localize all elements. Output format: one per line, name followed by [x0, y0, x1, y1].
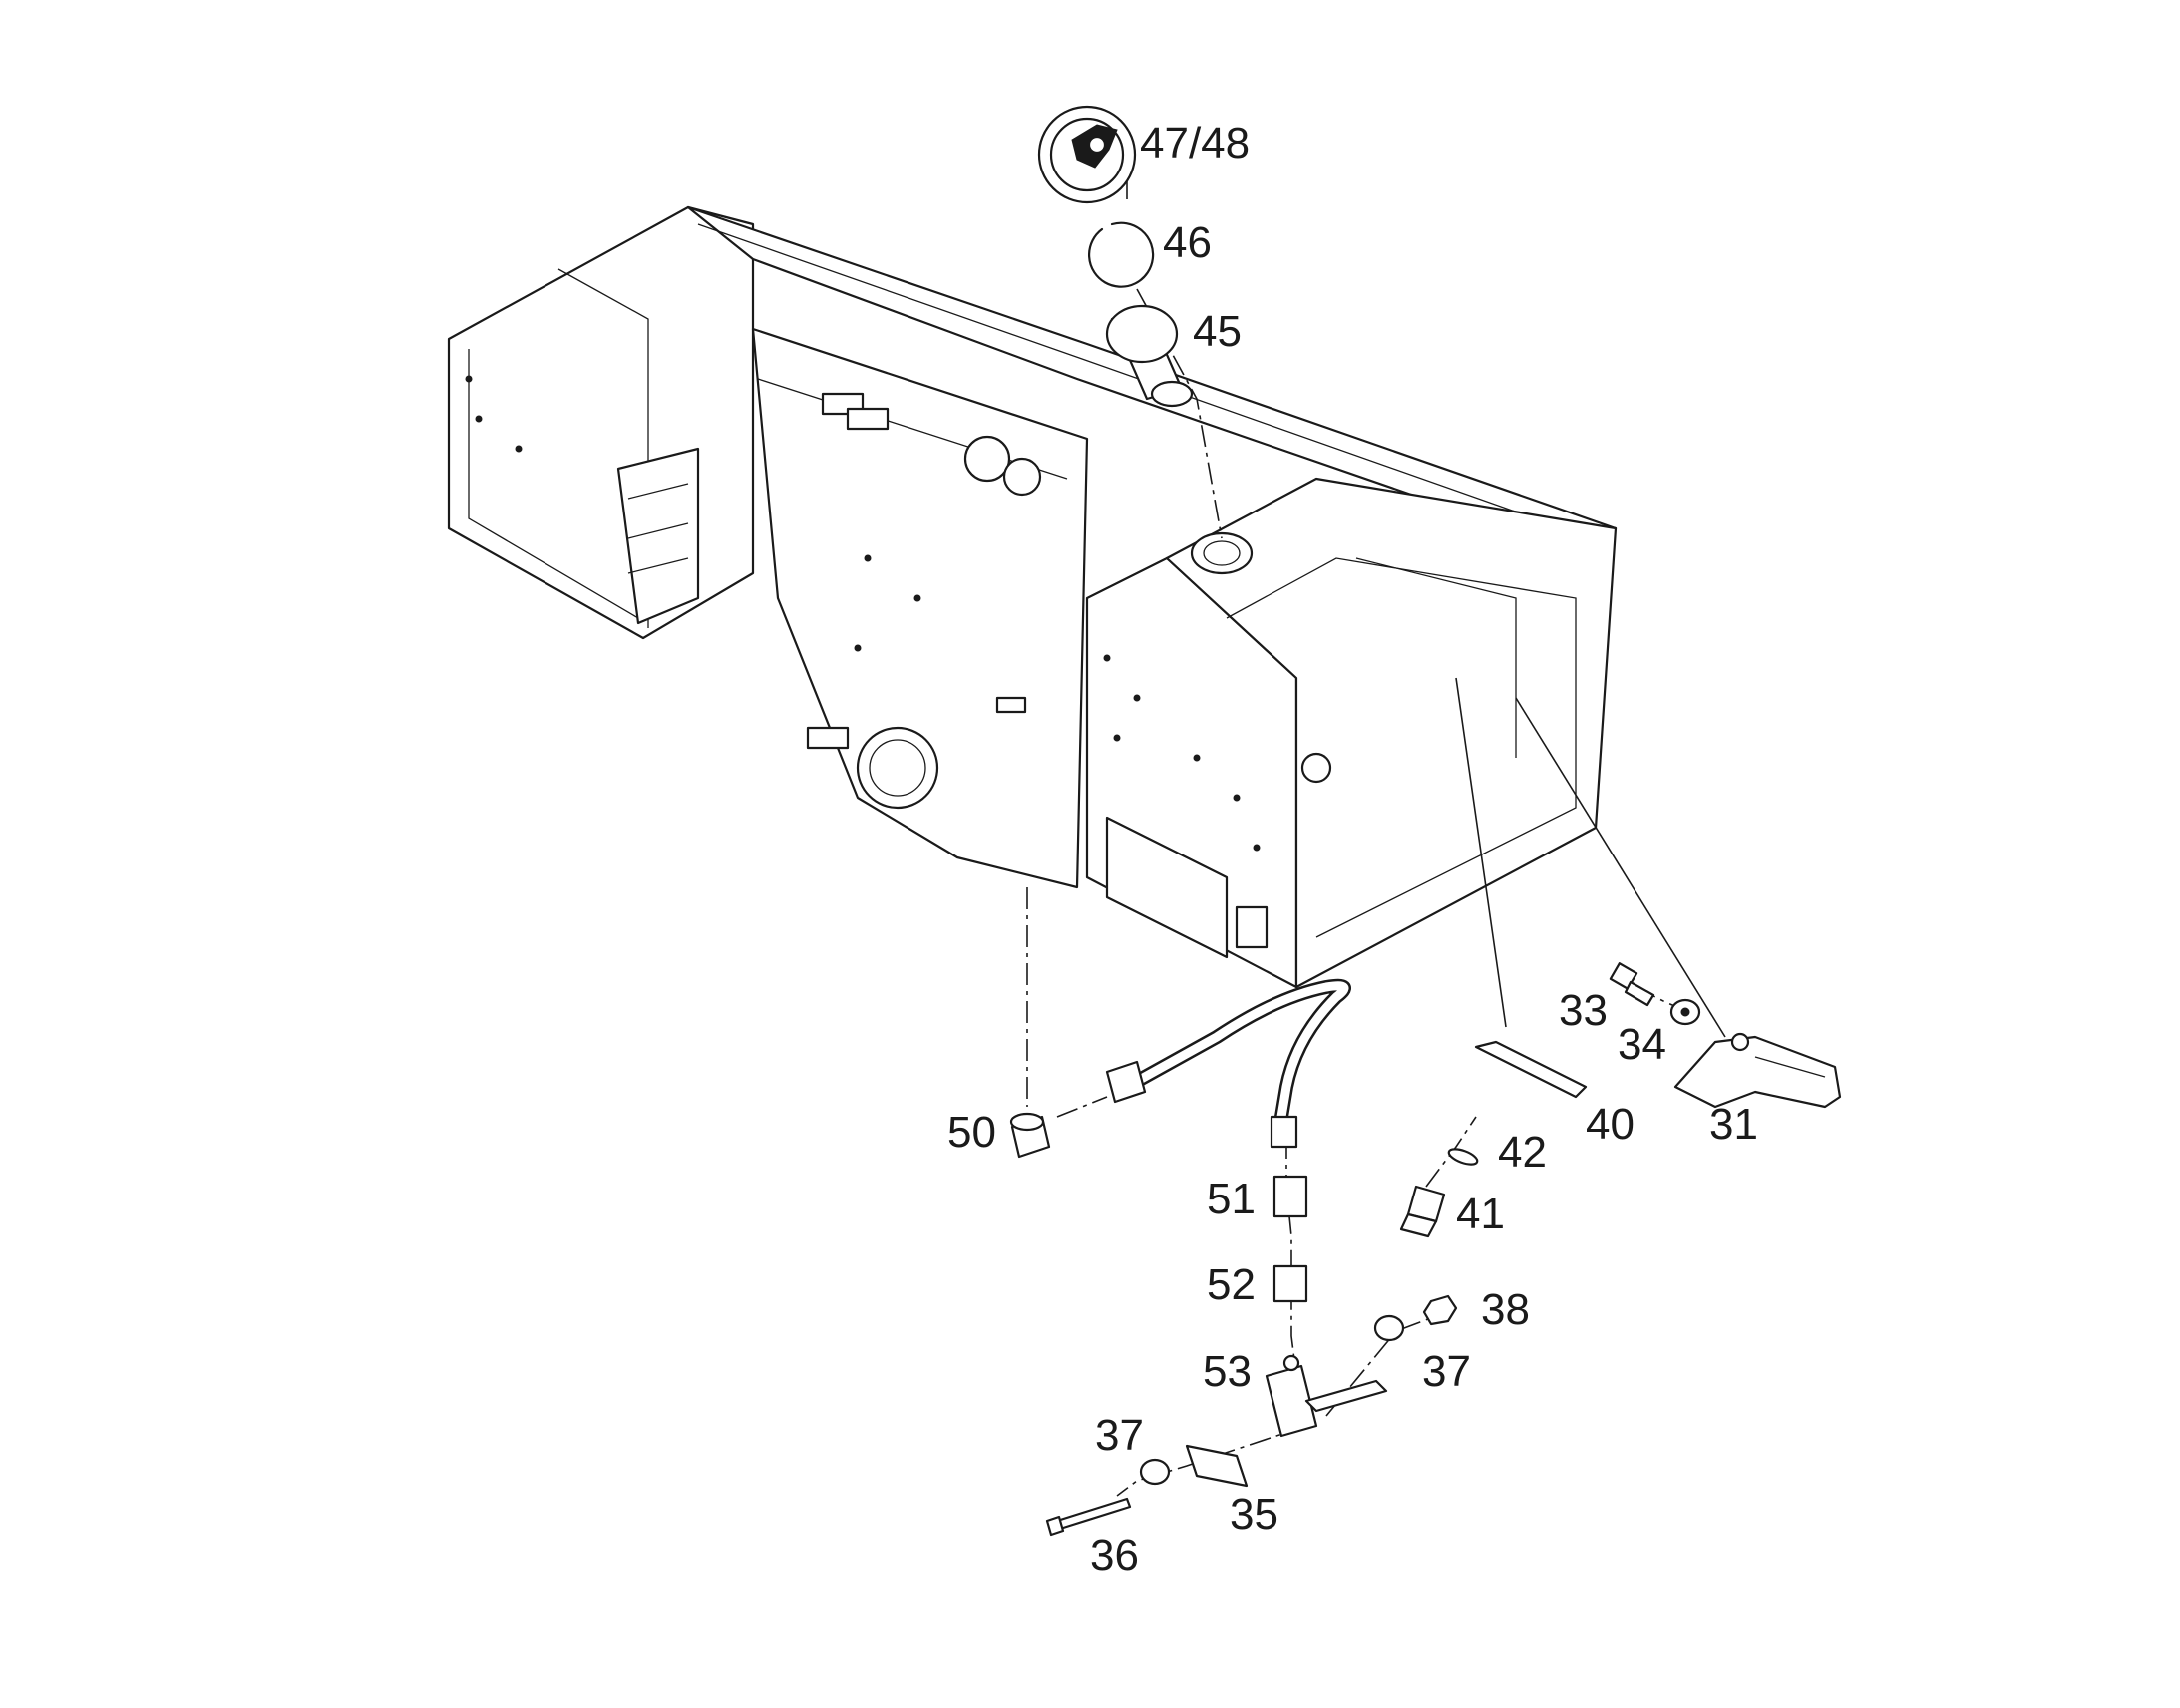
frame-holes — [465, 375, 1261, 852]
callout-45: 45 — [1193, 307, 1242, 356]
callout-53: 53 — [1203, 1347, 1252, 1396]
callout-52: 52 — [1207, 1260, 1256, 1309]
washer-34 — [1669, 998, 1701, 1026]
nut-38 — [1422, 1294, 1458, 1326]
callout-38: 38 — [1481, 1285, 1530, 1334]
bolt-36 — [1045, 1497, 1132, 1537]
sleeve-45 — [1105, 304, 1194, 408]
callout-40: 40 — [1586, 1100, 1635, 1149]
callout-47-48: 47/48 — [1140, 119, 1250, 168]
fitting-52 — [1272, 1264, 1308, 1303]
washer-37-lower — [1139, 1458, 1171, 1486]
callout-37-upper: 37 — [1422, 1347, 1471, 1396]
callout-42: 42 — [1498, 1128, 1547, 1177]
plate-40 — [1474, 1040, 1588, 1099]
callout-46: 46 — [1163, 218, 1212, 267]
callout-31: 31 — [1709, 1100, 1758, 1149]
callout-37-lower: 37 — [1095, 1411, 1144, 1460]
callout-36: 36 — [1090, 1532, 1139, 1580]
callout-labels: 47/48 46 45 33 34 31 40 42 41 50 51 52 3… — [947, 119, 1758, 1580]
hose — [1105, 978, 1351, 1149]
snap-ring-46 — [1088, 221, 1155, 288]
washer-37-upper — [1373, 1314, 1405, 1342]
spacer-42 — [1447, 1148, 1479, 1166]
fitting-51 — [1272, 1175, 1308, 1218]
chassis-frame — [447, 205, 1618, 989]
bolt-33 — [1609, 962, 1655, 1007]
fitting-50 — [1009, 1112, 1051, 1159]
callout-51: 51 — [1207, 1175, 1256, 1223]
callout-50: 50 — [947, 1108, 996, 1157]
valve-53 — [1265, 1354, 1388, 1438]
callout-35: 35 — [1230, 1490, 1278, 1538]
callout-41: 41 — [1456, 1190, 1505, 1238]
bracket-35 — [1185, 1444, 1249, 1488]
lever-bracket-31 — [1673, 1032, 1842, 1109]
callout-34: 34 — [1618, 1020, 1666, 1069]
cap-47-48 — [1037, 105, 1137, 204]
callout-33: 33 — [1559, 986, 1608, 1035]
bolt-41 — [1399, 1185, 1446, 1238]
